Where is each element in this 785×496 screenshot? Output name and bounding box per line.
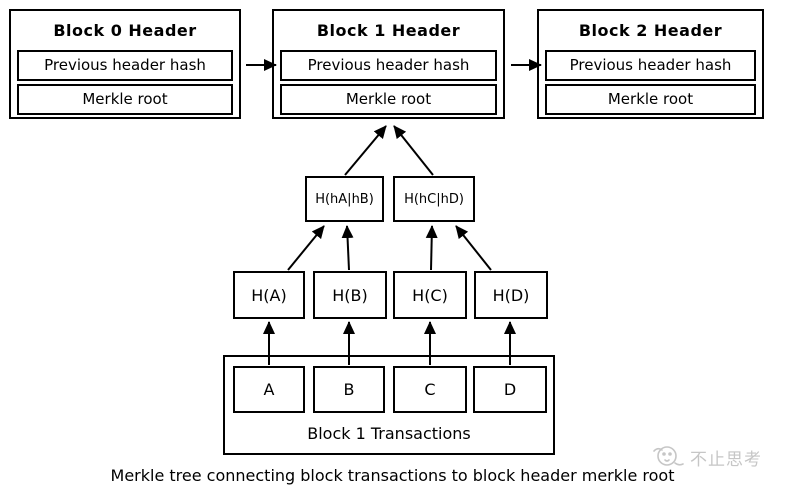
transaction-a-box: A [233,366,305,413]
hash-node-a: H(A) [233,271,305,319]
block-2-header-box: Block 2 Header Previous header hash Merk… [537,9,764,119]
transaction-c-box: C [393,366,467,413]
block-0-title: Block 0 Header [53,21,197,40]
transaction-b-box: B [313,366,385,413]
hash-node-d: H(D) [474,271,548,319]
diagram-caption: Merkle tree connecting block transaction… [110,466,675,485]
watermark-logo-icon [653,446,684,466]
block-0-merkle-root-field: Merkle root [17,84,233,115]
watermark: 不止思考 [648,443,762,471]
block-1-prev-hash-field: Previous header hash [280,50,497,81]
arrow-hcd-to-merkle-root [393,125,434,176]
arrow-hab-to-merkle-root [344,125,387,176]
hash-node-c: H(C) [393,271,467,319]
arrow-hb-to-hab [341,225,354,271]
block-2-merkle-root-field: Merkle root [545,84,756,115]
block-2-title: Block 2 Header [578,21,723,40]
arrow-hd-to-hcd [455,225,492,271]
hash-node-b: H(B) [313,271,387,319]
block-0-header-box: Block 0 Header Previous header hash Merk… [9,9,241,119]
hash-node-hcd: H(hC|hD) [393,176,475,222]
block-1-title: Block 1 Header [316,21,461,40]
block-0-prev-hash-field: Previous header hash [17,50,233,81]
arrow-ha-to-hab [287,225,325,271]
watermark-text: 不止思考 [690,449,762,470]
hash-node-hab: H(hA|hB) [305,176,384,222]
transactions-label: Block 1 Transactions [307,424,471,443]
transaction-d-box: D [473,366,547,413]
block-1-header-box: Block 1 Header Previous header hash Merk… [272,9,505,119]
arrow-hc-to-hcd [425,225,438,271]
block-1-merkle-root-field: Merkle root [280,84,497,115]
block-2-prev-hash-field: Previous header hash [545,50,756,81]
